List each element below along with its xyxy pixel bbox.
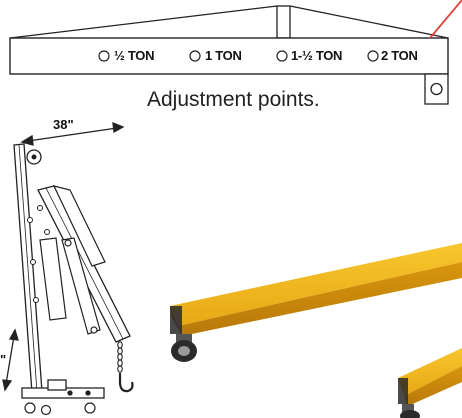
upper-leg-caster xyxy=(171,334,197,362)
width-dimension-label: 38" xyxy=(53,117,74,132)
pointer-line xyxy=(429,0,462,39)
hydraulic-ram xyxy=(61,237,101,335)
height-dimension-label: " xyxy=(0,352,7,367)
mast-holes xyxy=(27,205,50,303)
adjustment-hole-1-ton xyxy=(189,50,201,62)
height-dimension-arrow xyxy=(2,328,19,392)
width-dimension-arrow xyxy=(20,121,125,146)
boom-taper-right xyxy=(289,5,449,39)
lower-leg xyxy=(398,348,462,406)
boom-brace xyxy=(39,185,106,321)
lower-leg-caster xyxy=(400,404,420,418)
adjustment-hole-1-half-ton xyxy=(276,50,288,62)
end-bracket-hole xyxy=(430,82,443,96)
crane-hook xyxy=(118,373,134,393)
base-caster-wheels xyxy=(24,402,96,416)
chain xyxy=(117,341,123,373)
adjustment-hole-half-ton xyxy=(98,50,110,62)
capacity-label-half-ton: ½ TON xyxy=(114,48,155,63)
capacity-label-1-half-ton: 1-½ TON xyxy=(291,48,343,63)
boom-taper-left xyxy=(9,5,278,39)
crane-base xyxy=(21,379,105,399)
crane-boom xyxy=(37,185,131,343)
adjustment-hole-2-ton xyxy=(367,50,379,62)
capacity-label-1-ton: 1 TON xyxy=(205,48,242,63)
upper-leg xyxy=(170,243,462,336)
diagram-caption: Adjustment points. xyxy=(147,88,320,111)
capacity-label-2-ton: 2 TON xyxy=(381,48,418,63)
